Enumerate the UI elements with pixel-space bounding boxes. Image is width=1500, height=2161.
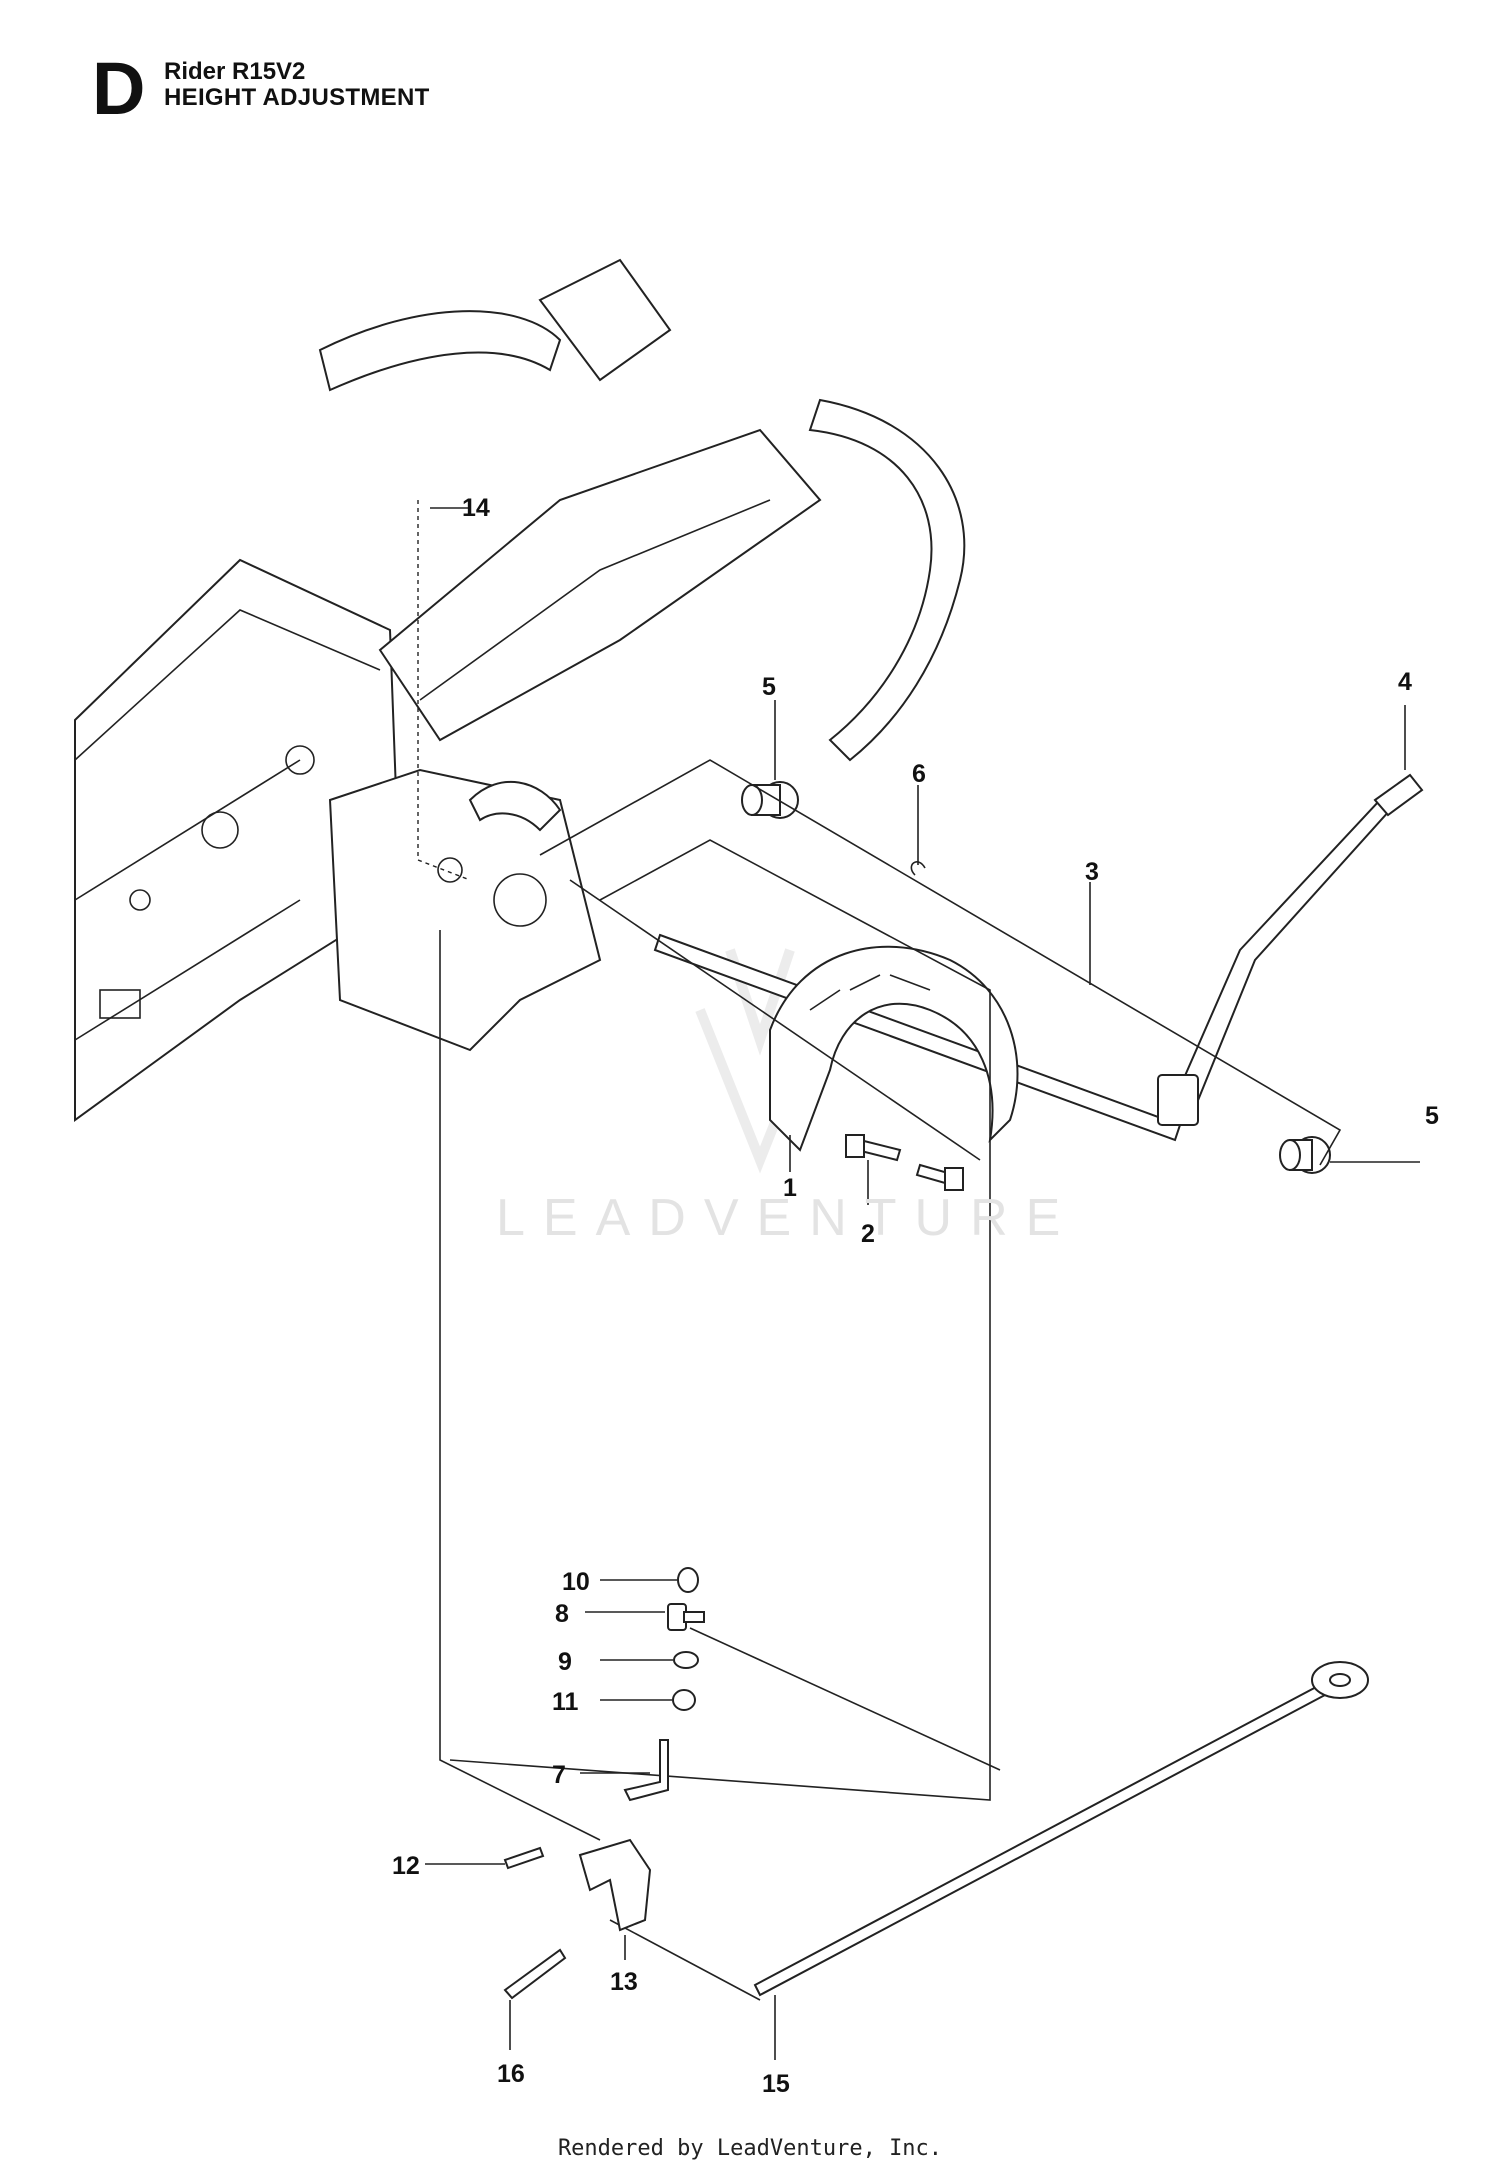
- callout-16: 16: [497, 2060, 525, 2088]
- washer-9: [673, 1651, 699, 1669]
- pin-12: [503, 1846, 545, 1870]
- lever-assembly: [653, 773, 1424, 1142]
- callout-2: 2: [861, 1220, 875, 1248]
- watermark-text: LEADVENTURE: [496, 1189, 1079, 1247]
- pin-16: [503, 1948, 567, 2000]
- screw-2: [845, 1134, 964, 1191]
- leader-lines: [425, 507, 1420, 2060]
- bushing-5-bottom: [1279, 1136, 1331, 1174]
- bushing-5-top: [741, 781, 799, 819]
- callout-5-top: 5: [762, 673, 776, 701]
- callout-7: 7: [552, 1761, 566, 1789]
- callout-10: 10: [562, 1568, 590, 1596]
- bolt-8: [667, 1603, 705, 1631]
- section-letter: D: [92, 47, 146, 130]
- callout-13: 13: [610, 1968, 638, 1996]
- callout-12: 12: [392, 1852, 420, 1880]
- rod-15: [753, 1661, 1369, 1997]
- callout-6: 6: [912, 760, 926, 788]
- diagram-title: HEIGHT ADJUSTMENT: [164, 84, 430, 111]
- callout-5-bottom: 5: [1425, 1102, 1439, 1130]
- clip-6: [910, 861, 926, 876]
- callout-1: 1: [783, 1174, 797, 1202]
- bracket-13: [578, 1838, 652, 1932]
- footer-credit: Rendered by LeadVenture, Inc.: [557, 2136, 943, 2161]
- tractor-frame: [74, 258, 966, 1122]
- callout-9: 9: [558, 1648, 572, 1676]
- callout-3: 3: [1085, 858, 1099, 886]
- sector-plate: [769, 945, 1019, 1152]
- callout-4: 4: [1398, 668, 1412, 696]
- callout-15: 15: [762, 2070, 790, 2098]
- nut-10: [677, 1567, 699, 1593]
- callout-8: 8: [555, 1600, 569, 1628]
- nut-11: [672, 1689, 696, 1711]
- exploded-guides: [417, 500, 1342, 2001]
- callout-11: 11: [552, 1688, 579, 1716]
- threaded-rod-7: [623, 1739, 669, 1802]
- callout-14: 14: [462, 494, 490, 522]
- model-name: Rider R15V2: [164, 58, 306, 85]
